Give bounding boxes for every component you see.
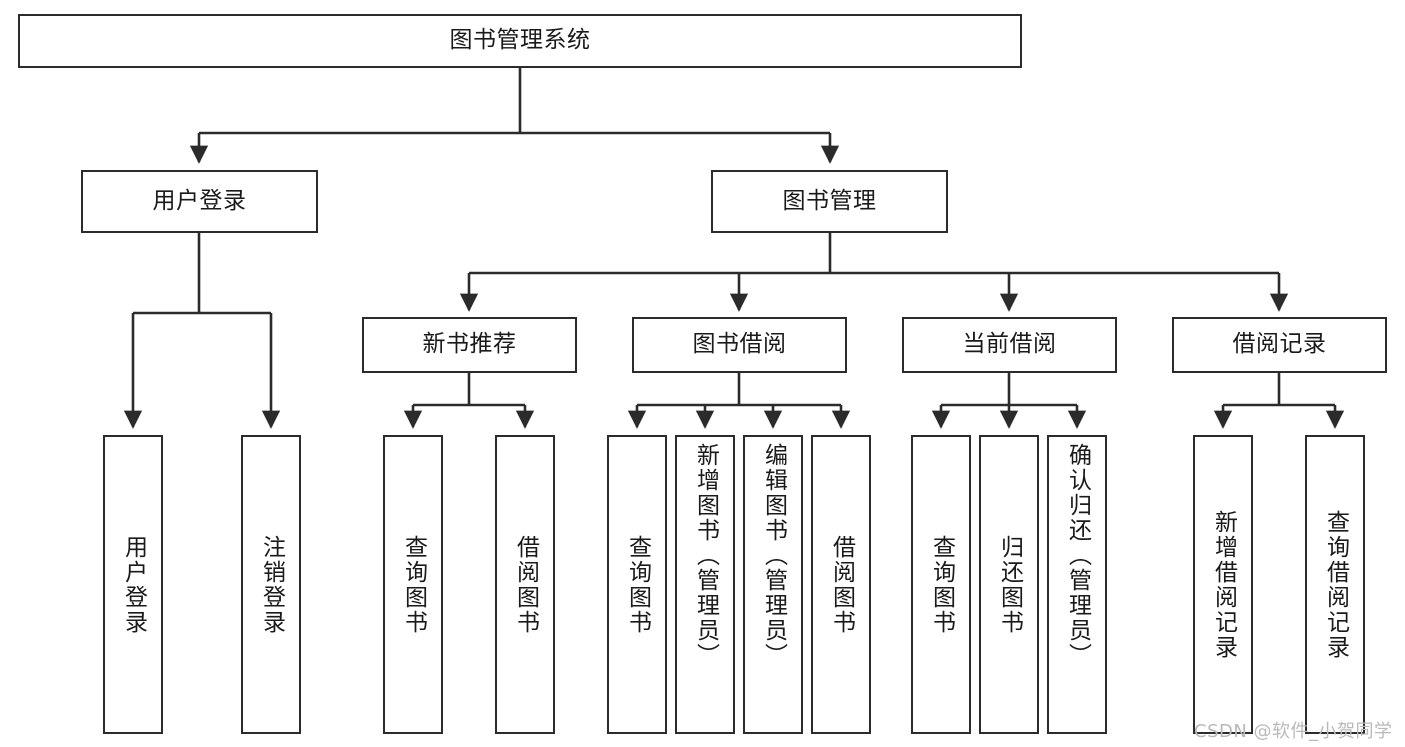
node-leaf-query-book-3-label: 查询图书 <box>928 534 955 635</box>
node-leaf-add-book[interactable]: 新增图书（管理员） <box>675 435 735 734</box>
node-leaf-borrow-book-1-label: 借阅图书 <box>512 534 539 635</box>
node-book-management-label: 图书管理 <box>782 187 877 214</box>
csdn-watermark: CSDN @软件_小贺同学 <box>1194 721 1393 742</box>
node-leaf-query-book-1-label: 查询图书 <box>400 534 427 635</box>
node-leaf-edit-book-label: 编辑图书（管理员） <box>760 443 787 668</box>
node-user-login-label: 用户登录 <box>152 187 247 214</box>
node-leaf-borrow-book-2[interactable]: 借阅图书 <box>811 435 871 734</box>
node-leaf-query-book-3[interactable]: 查询图书 <box>911 435 971 734</box>
node-borrow-record-label: 借阅记录 <box>1232 331 1327 358</box>
node-new-book-recommend-label: 新书推荐 <box>422 331 517 358</box>
node-leaf-logout-login-label: 注销登录 <box>258 534 285 635</box>
node-leaf-query-record[interactable]: 查询借阅记录 <box>1305 435 1365 734</box>
node-leaf-confirm-return-label: 确认归还（管理员） <box>1064 443 1091 668</box>
node-leaf-borrow-book-1[interactable]: 借阅图书 <box>495 435 555 734</box>
node-leaf-query-book-1[interactable]: 查询图书 <box>383 435 443 734</box>
node-leaf-add-record-label: 新增借阅记录 <box>1210 509 1237 660</box>
node-book-borrow-label: 图书借阅 <box>692 331 787 358</box>
node-book-management[interactable]: 图书管理 <box>711 170 948 233</box>
node-leaf-query-book-2-label: 查询图书 <box>624 534 651 635</box>
node-leaf-logout-login[interactable]: 注销登录 <box>241 435 301 734</box>
node-current-borrow[interactable]: 当前借阅 <box>902 317 1117 373</box>
node-leaf-user-login[interactable]: 用户登录 <box>103 435 163 734</box>
node-leaf-return-book-label: 归还图书 <box>996 534 1023 635</box>
node-leaf-return-book[interactable]: 归还图书 <box>979 435 1039 734</box>
node-leaf-borrow-book-2-label: 借阅图书 <box>828 534 855 635</box>
node-current-borrow-label: 当前借阅 <box>962 331 1057 358</box>
node-leaf-user-login-label: 用户登录 <box>120 534 147 635</box>
node-leaf-add-record[interactable]: 新增借阅记录 <box>1193 435 1253 734</box>
node-leaf-add-book-label: 新增图书（管理员） <box>692 443 719 668</box>
node-book-borrow[interactable]: 图书借阅 <box>632 317 847 373</box>
node-leaf-edit-book[interactable]: 编辑图书（管理员） <box>743 435 803 734</box>
node-leaf-query-record-label: 查询借阅记录 <box>1322 509 1349 660</box>
node-user-login[interactable]: 用户登录 <box>81 170 318 233</box>
node-leaf-query-book-2[interactable]: 查询图书 <box>607 435 667 734</box>
node-borrow-record[interactable]: 借阅记录 <box>1172 317 1387 373</box>
node-root-book-management-system[interactable]: 图书管理系统 <box>18 14 1022 68</box>
node-new-book-recommend[interactable]: 新书推荐 <box>362 317 577 373</box>
node-leaf-confirm-return[interactable]: 确认归还（管理员） <box>1047 435 1107 734</box>
node-root-label: 图书管理系统 <box>449 27 591 54</box>
